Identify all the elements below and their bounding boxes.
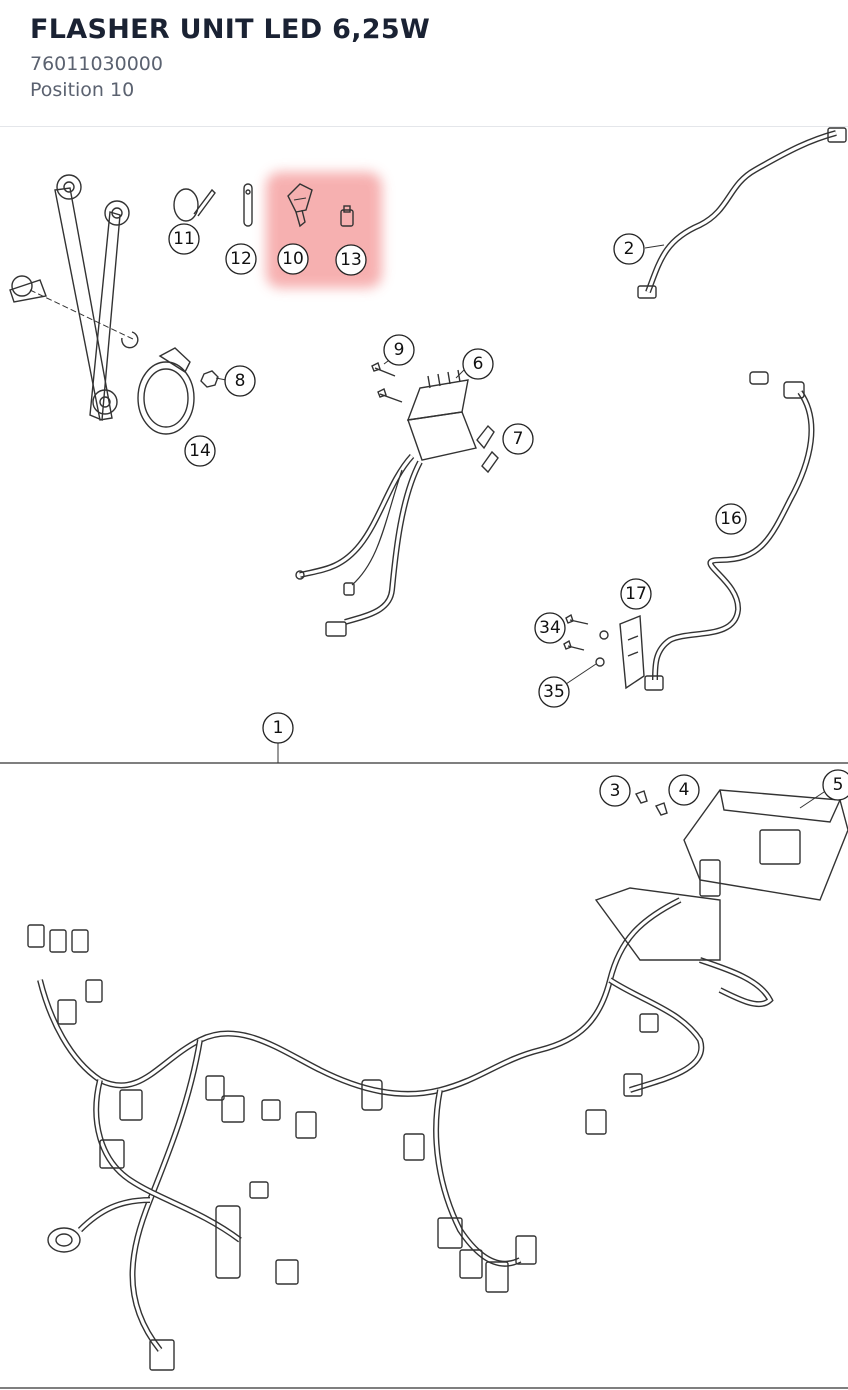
voltage-regulator-part xyxy=(295,357,499,637)
retainer-strip-part xyxy=(243,183,253,227)
exploded-parts-diagram: 11 12 10 13 2 9 6 8 7 14 16 17 34 35 1 3… xyxy=(0,127,848,1389)
callout-13[interactable]: 13 xyxy=(335,244,367,276)
callout-8[interactable]: 8 xyxy=(224,365,256,397)
svg-text:10: 10 xyxy=(282,249,304,269)
callout-16[interactable]: 16 xyxy=(715,503,747,535)
callout-7[interactable]: 7 xyxy=(502,423,534,455)
callout-17[interactable]: 17 xyxy=(620,578,652,610)
side-cable-part xyxy=(644,371,815,691)
callout-3[interactable]: 3 xyxy=(599,775,631,807)
svg-text:5: 5 xyxy=(833,775,844,795)
callout-34[interactable]: 34 xyxy=(534,612,566,644)
svg-text:35: 35 xyxy=(543,682,565,702)
part-title: FLASHER UNIT LED 6,25W xyxy=(30,14,431,45)
horn-bracket-part xyxy=(9,174,227,435)
main-wiring-harness-part xyxy=(27,789,848,1371)
upper-cable-part xyxy=(637,127,847,299)
part-position: Position 10 xyxy=(30,79,135,101)
cable-tie-part xyxy=(173,188,216,222)
callout-9[interactable]: 9 xyxy=(383,334,415,366)
svg-text:17: 17 xyxy=(625,584,647,604)
svg-text:16: 16 xyxy=(720,509,742,529)
svg-text:8: 8 xyxy=(235,371,246,391)
callout-35[interactable]: 35 xyxy=(538,676,570,708)
svg-text:11: 11 xyxy=(173,229,195,249)
svg-text:3: 3 xyxy=(610,781,621,801)
callout-6[interactable]: 6 xyxy=(462,348,494,380)
svg-text:1: 1 xyxy=(273,718,284,738)
svg-text:34: 34 xyxy=(539,618,561,638)
svg-text:9: 9 xyxy=(394,340,405,360)
callout-10[interactable]: 10 xyxy=(277,243,309,275)
svg-text:7: 7 xyxy=(513,429,524,449)
svg-text:2: 2 xyxy=(624,239,635,259)
callout-11[interactable]: 11 xyxy=(168,223,200,255)
flasher-unit-part xyxy=(287,183,313,228)
callout-12[interactable]: 12 xyxy=(225,243,257,275)
svg-text:4: 4 xyxy=(679,780,690,800)
callout-4[interactable]: 4 xyxy=(668,774,700,806)
part-header: FLASHER UNIT LED 6,25W 76011030000 Posit… xyxy=(0,0,848,127)
svg-text:13: 13 xyxy=(340,250,362,270)
svg-text:6: 6 xyxy=(473,354,484,374)
callout-1[interactable]: 1 xyxy=(262,712,294,744)
svg-text:14: 14 xyxy=(189,441,211,461)
callout-14[interactable]: 14 xyxy=(184,435,216,467)
part-number: 76011030000 xyxy=(30,53,163,75)
flasher-bracket-part xyxy=(563,613,645,690)
callout-5[interactable]: 5 xyxy=(822,769,848,801)
callout-2[interactable]: 2 xyxy=(613,233,645,265)
svg-text:12: 12 xyxy=(230,249,252,269)
flasher-connector-part xyxy=(340,205,354,227)
